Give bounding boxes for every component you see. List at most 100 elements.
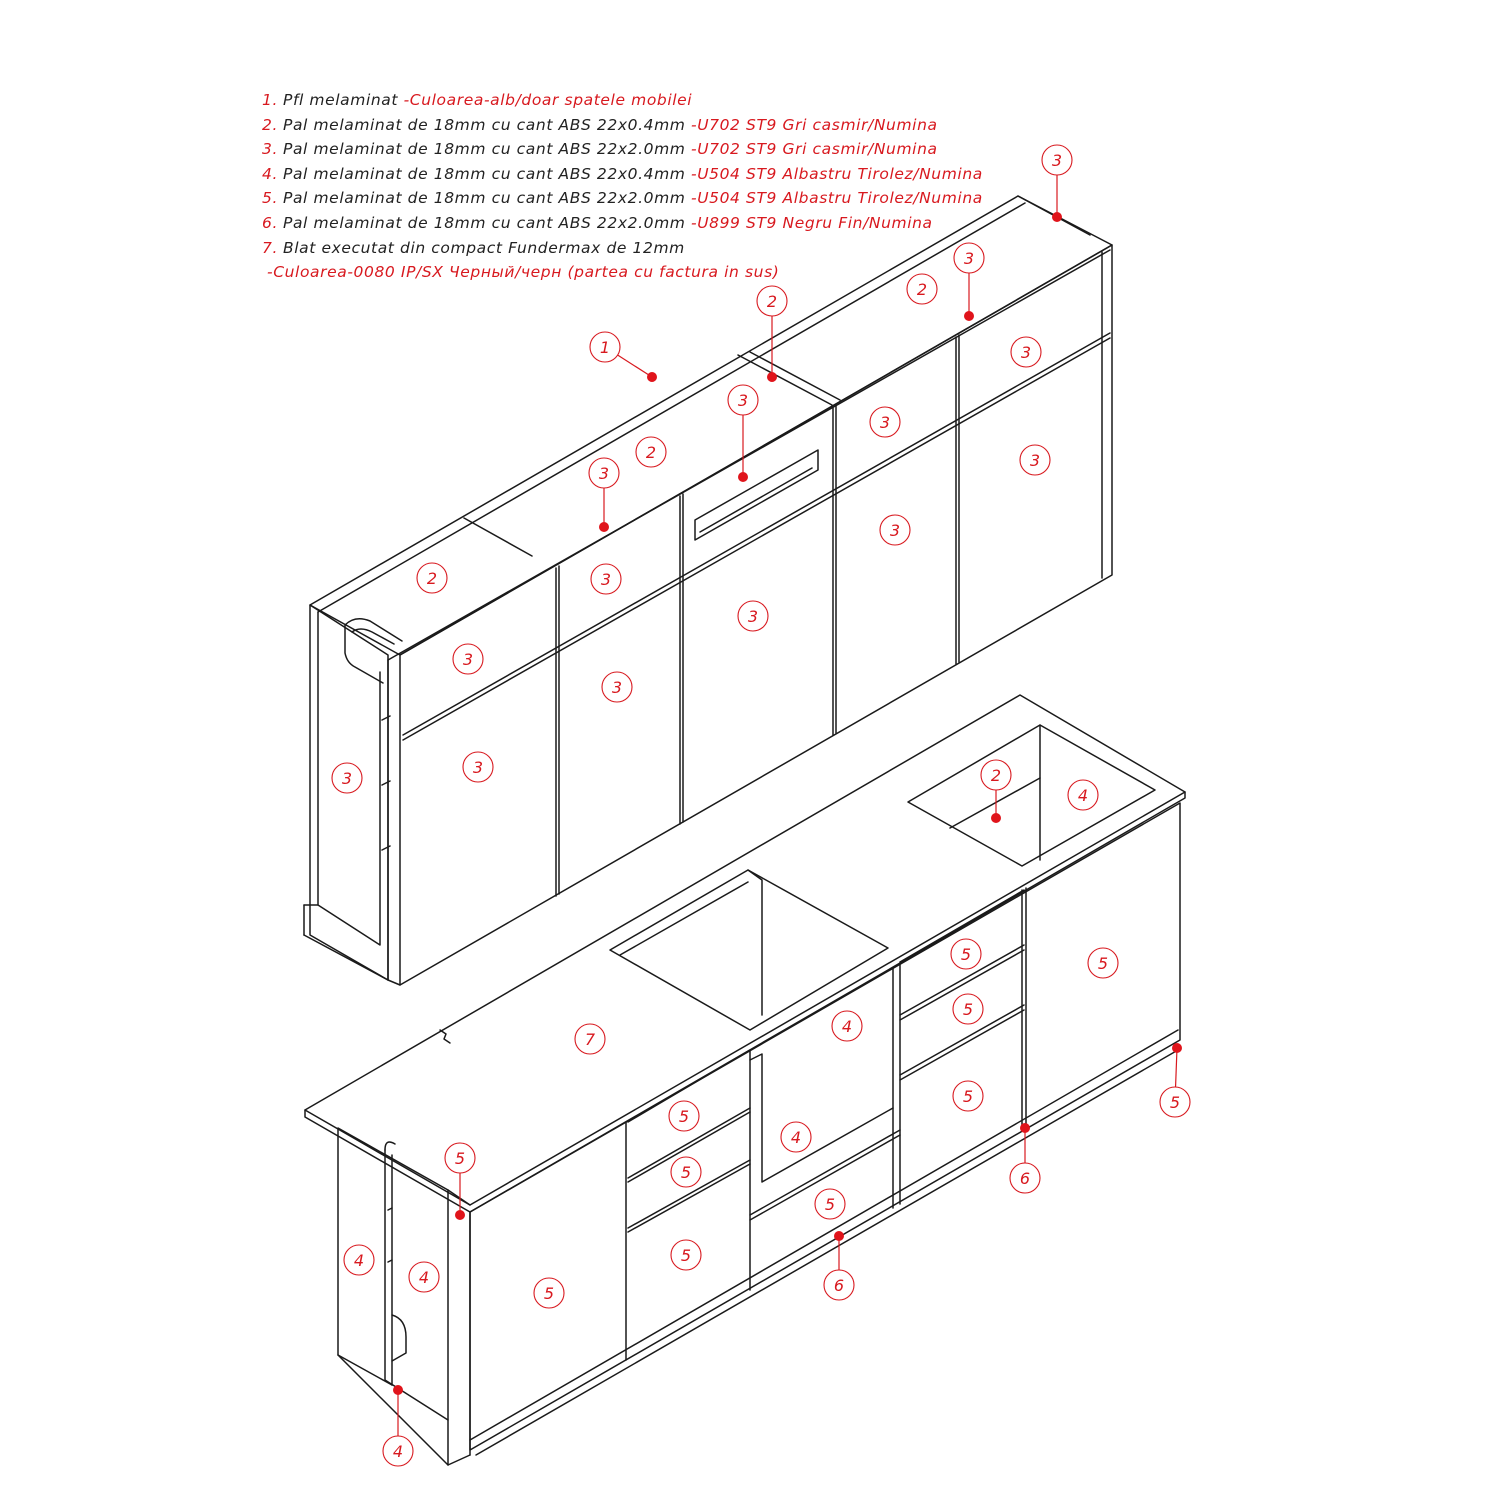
- legend-row-7-color: -Culoarea-0080 IP/SX Черный/черн (partea…: [267, 263, 780, 282]
- callout-ring: [670, 1156, 702, 1188]
- callout-part-5-30: 5: [444, 1142, 476, 1220]
- callout-ring: [588, 457, 620, 489]
- legend-row-2: 2.Pal melaminat de 18mm cu cant ABS 22x0…: [262, 115, 938, 134]
- callout-part-3-11: 3: [879, 514, 911, 546]
- callout-number: 3: [473, 758, 483, 777]
- callout-number: 5: [681, 1246, 691, 1265]
- callout-dot: [1020, 1123, 1030, 1133]
- callout-ring: [343, 1244, 375, 1276]
- callout-ring: [331, 762, 363, 794]
- callout-number: 5: [1098, 954, 1108, 973]
- callout-number: 3: [738, 391, 748, 410]
- callout-number: 5: [544, 1284, 554, 1303]
- callout-part-5-28: 5: [668, 1100, 700, 1132]
- callout-number: 3: [463, 650, 473, 669]
- callout-part-5-31: 5: [670, 1156, 702, 1188]
- callout-number: 2: [917, 280, 927, 299]
- callout-dot: [455, 1210, 465, 1220]
- callout-ring: [950, 938, 982, 970]
- callout-part-3-3: 3: [1010, 336, 1042, 368]
- callout-ring: [879, 514, 911, 546]
- callout-number: 1: [600, 338, 610, 357]
- callout-part-6-32: 6: [1009, 1123, 1041, 1194]
- callout-part-5-26: 5: [952, 1080, 984, 1112]
- callout-dot: [738, 472, 748, 482]
- callout-number: 3: [601, 570, 611, 589]
- callout-ring: [601, 671, 633, 703]
- callout-ring: [953, 242, 985, 274]
- callout-dot: [991, 813, 1001, 823]
- callout-ring: [452, 643, 484, 675]
- callout-number: 5: [963, 1000, 973, 1019]
- material-legend: 1.Pfl melaminat -Culoarea-alb/doar spate…: [262, 88, 1022, 285]
- callout-ring: [1019, 444, 1051, 476]
- callout-part-3-18: 3: [331, 762, 363, 794]
- callout-part-3-1: 3: [953, 242, 985, 321]
- callout-part-4-36: 4: [408, 1261, 440, 1293]
- callout-number: 7: [585, 1030, 596, 1049]
- callout-part-3-13: 3: [590, 563, 622, 595]
- callout-ring: [382, 1435, 414, 1467]
- callout-part-3-17: 3: [462, 751, 494, 783]
- callout-ring: [952, 993, 984, 1025]
- callout-dot: [647, 372, 657, 382]
- callout-ring: [408, 1261, 440, 1293]
- callout-ring: [1041, 144, 1073, 176]
- callout-part-5-34: 5: [670, 1239, 702, 1271]
- callout-dot: [1052, 212, 1062, 222]
- callout-part-3-7: 3: [869, 406, 901, 438]
- callout-ring: [906, 273, 938, 305]
- callout-ring: [980, 759, 1012, 791]
- callout-part-2-4: 2: [756, 285, 788, 382]
- callout-ring: [756, 285, 788, 317]
- callout-part-5-22: 5: [1087, 947, 1119, 979]
- callout-part-3-9: 3: [1019, 444, 1051, 476]
- callout-part-5-27: 5: [1159, 1043, 1191, 1118]
- callout-part-3-0: 3: [1041, 144, 1073, 222]
- callout-dot: [599, 522, 609, 532]
- callout-ring: [416, 562, 448, 594]
- callout-number: 4: [393, 1442, 403, 1461]
- callout-number: 2: [646, 443, 656, 462]
- callout-number: 3: [1021, 343, 1031, 362]
- legend-row-7: 7.Blat executat din compact Fundermax de…: [262, 238, 685, 257]
- callout-number: 5: [1170, 1093, 1180, 1112]
- callout-part-2-8: 2: [635, 436, 667, 468]
- callout-part-5-23: 5: [952, 993, 984, 1025]
- callout-number: 4: [791, 1128, 801, 1147]
- callout-part-4-20: 4: [1067, 779, 1099, 811]
- callout-number: 6: [834, 1276, 844, 1295]
- callout-number: 4: [842, 1017, 852, 1036]
- callout-dot: [834, 1231, 844, 1241]
- callout-number: 4: [419, 1268, 429, 1287]
- callout-ring: [1087, 947, 1119, 979]
- callout-ring: [533, 1277, 565, 1309]
- callout-part-4-24: 4: [831, 1010, 863, 1042]
- callout-dot: [964, 311, 974, 321]
- callout-ring: [1010, 336, 1042, 368]
- callout-number: 5: [961, 945, 971, 964]
- callout-ring: [589, 331, 621, 363]
- callout-part-7-25: 7: [574, 1023, 606, 1055]
- callout-number: 2: [767, 292, 777, 311]
- callout-part-4-29: 4: [780, 1121, 812, 1153]
- callout-part-2-12: 2: [416, 562, 448, 594]
- callout-number: 5: [825, 1195, 835, 1214]
- callout-number: 5: [679, 1107, 689, 1126]
- legend-row-6: 6.Pal melaminat de 18mm cu cant ABS 22x2…: [262, 213, 933, 232]
- callout-ring: [869, 406, 901, 438]
- callout-ring: [1009, 1162, 1041, 1194]
- callout-ring: [574, 1023, 606, 1055]
- callout-number: 5: [681, 1163, 691, 1182]
- callout-part-3-16: 3: [601, 671, 633, 703]
- callout-part-3-10: 3: [588, 457, 620, 532]
- callout-number: 5: [455, 1149, 465, 1168]
- callout-ring: [831, 1010, 863, 1042]
- callout-number: 4: [1078, 786, 1088, 805]
- callout-part-4-35: 4: [343, 1244, 375, 1276]
- callout-ring: [590, 563, 622, 595]
- callout-number: 3: [748, 607, 758, 626]
- callout-number: 2: [991, 766, 1001, 785]
- callout-ring: [462, 751, 494, 783]
